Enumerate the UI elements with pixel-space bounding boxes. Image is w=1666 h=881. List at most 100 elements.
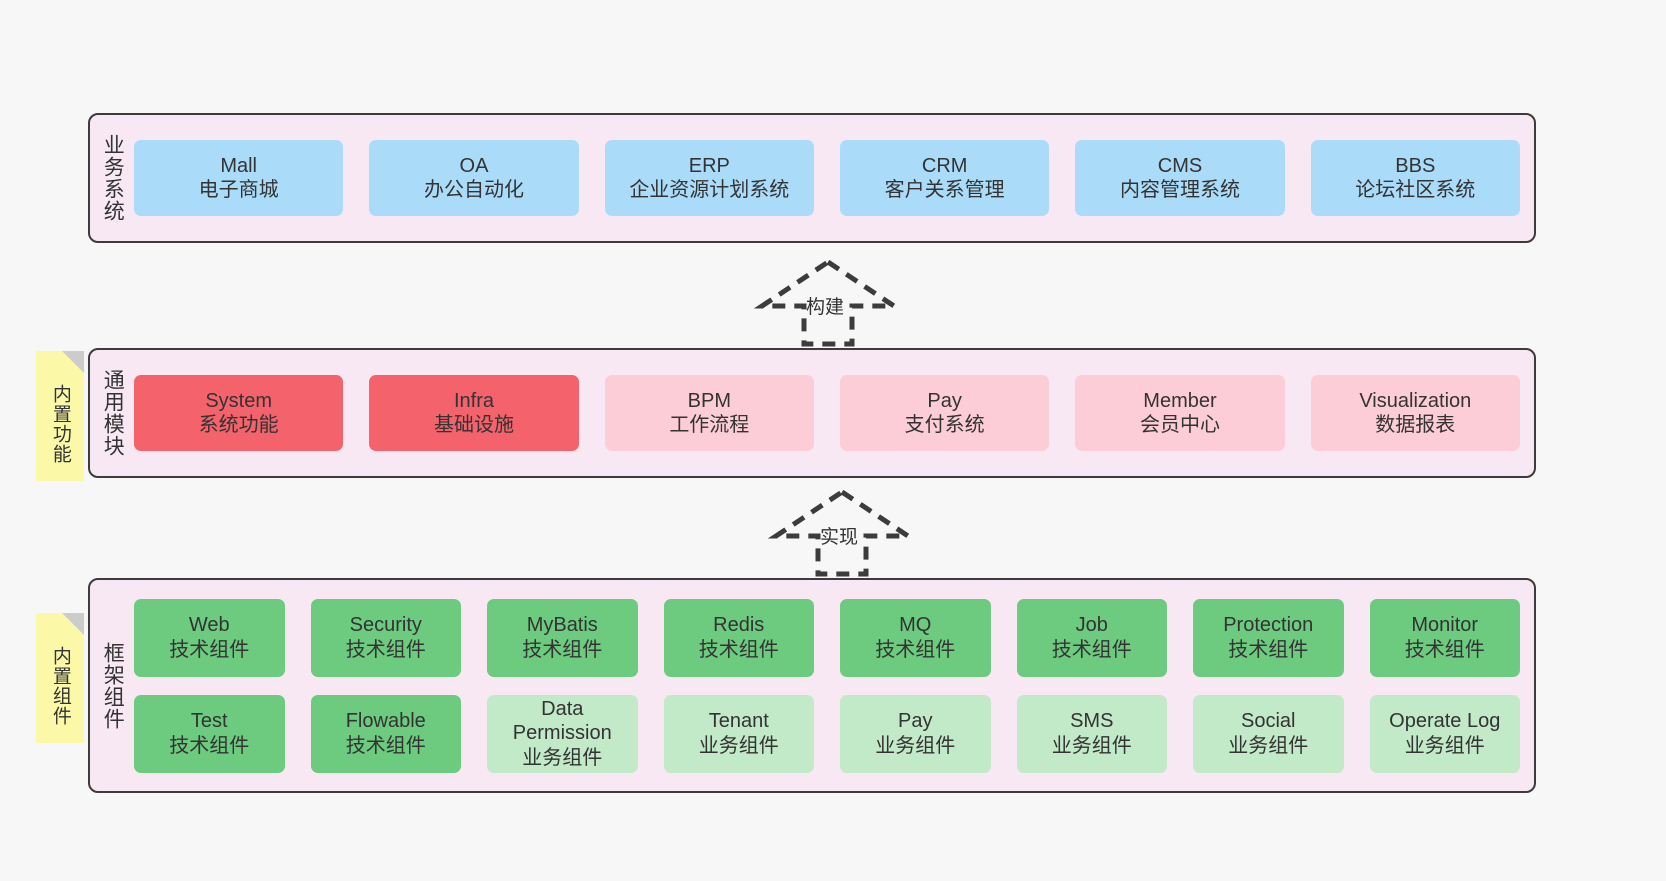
module-row: Web 技术组件 Security 技术组件 MyBatis 技术组件 Redi… (134, 598, 1520, 677)
module-title: System (205, 389, 272, 412)
layer-title-framework: 框架组件 (101, 641, 125, 730)
sticky-note-builtin-components: 内置组件 (36, 613, 84, 743)
module-box-test[interactable]: Test 技术组件 (134, 694, 285, 773)
layer-title-business: 业务系统 (101, 134, 125, 222)
module-title: ERP (688, 154, 730, 177)
module-title: Protection (1223, 614, 1314, 637)
module-title: BBS (1395, 154, 1436, 177)
note-label: 内置功能 (49, 384, 71, 464)
module-subtitle: 基础设施 (433, 414, 514, 436)
layer-common-modules: 通用模块 System 系统功能 Infra 基础设施 BPM 工作流程 Pay… (88, 348, 1536, 478)
module-box-bbs[interactable]: BBS 论坛社区系统 (1310, 140, 1520, 216)
module-subtitle: 客户关系管理 (884, 179, 1005, 201)
layer-framework-components: 框架组件 Web 技术组件 Security 技术组件 MyBatis 技术组件… (88, 578, 1536, 793)
module-subtitle: 业务组件 (875, 734, 956, 757)
connector-implement: 实现 (767, 488, 917, 577)
module-subtitle: 论坛社区系统 (1355, 179, 1476, 201)
module-subtitle: 办公自动化 (423, 179, 524, 201)
module-title: Tenant (708, 710, 769, 733)
module-box-mybatis[interactable]: MyBatis 技术组件 (487, 598, 638, 677)
module-title: Web (188, 614, 230, 637)
module-title: Job (1075, 614, 1108, 637)
module-subtitle: 系统功能 (198, 414, 279, 436)
module-box-bpm[interactable]: BPM 工作流程 (604, 375, 814, 451)
module-box-member[interactable]: Member 会员中心 (1075, 375, 1285, 451)
module-title: Data Permission (512, 697, 612, 745)
module-subtitle: 支付系统 (904, 414, 985, 436)
module-title: Pay (898, 710, 933, 733)
module-box-crm[interactable]: CRM 客户关系管理 (839, 140, 1050, 216)
module-box-oa[interactable]: OA 办公自动化 (369, 140, 579, 216)
module-subtitle: 业务组件 (1404, 734, 1485, 757)
module-subtitle: 会员中心 (1139, 414, 1220, 436)
note-fold-corner-icon (62, 613, 84, 635)
module-subtitle: 业务组件 (1228, 734, 1309, 757)
sticky-note-builtin-functions: 内置功能 (36, 351, 84, 481)
module-box-monitor[interactable]: Monitor 技术组件 (1369, 598, 1520, 677)
module-subtitle: 技术组件 (522, 638, 603, 661)
module-title: Pay (927, 389, 962, 412)
module-subtitle: 技术组件 (169, 638, 250, 661)
module-box-sms[interactable]: SMS 业务组件 (1016, 694, 1167, 773)
module-subtitle: 技术组件 (875, 638, 956, 661)
module-subtitle: 技术组件 (169, 734, 250, 757)
module-box-operate-log[interactable]: Operate Log 业务组件 (1369, 694, 1520, 773)
module-box-erp[interactable]: ERP 企业资源计划系统 (604, 140, 814, 216)
module-subtitle: 电子商城 (198, 179, 279, 201)
note-label: 内置组件 (49, 646, 71, 726)
connector-label: 实现 (820, 527, 859, 548)
module-title: OA (459, 154, 489, 177)
module-title: Operate Log (1389, 710, 1501, 733)
module-box-pay-business[interactable]: Pay 业务组件 (840, 694, 991, 773)
module-subtitle: 工作流程 (669, 414, 750, 436)
module-row: Mall 电子商城 OA 办公自动化 ERP 企业资源计划系统 CRM 客户关系… (134, 140, 1520, 216)
module-subtitle: 内容管理系统 (1119, 179, 1240, 201)
module-box-infra[interactable]: Infra 基础设施 (369, 375, 579, 451)
module-box-security[interactable]: Security 技术组件 (310, 598, 461, 677)
module-box-visualization[interactable]: Visualization 数据报表 (1310, 375, 1520, 451)
module-box-flowable[interactable]: Flowable 技术组件 (310, 694, 461, 773)
connector-label: 构建 (806, 297, 845, 318)
dashed-hollow-arrow-icon (767, 488, 917, 577)
layer-body-business: Mall 电子商城 OA 办公自动化 ERP 企业资源计划系统 CRM 客户关系… (134, 115, 1534, 241)
module-subtitle: 技术组件 (1051, 638, 1132, 661)
module-subtitle: 技术组件 (345, 734, 426, 757)
module-title: MQ (899, 614, 932, 637)
module-box-tenant[interactable]: Tenant 业务组件 (663, 694, 814, 773)
module-box-data-permission[interactable]: Data Permission 业务组件 (487, 694, 638, 773)
module-box-protection[interactable]: Protection 技术组件 (1193, 598, 1344, 677)
module-title: BPM (687, 389, 731, 412)
module-title: Mall (220, 154, 257, 177)
module-title: Redis (713, 614, 765, 637)
module-box-system[interactable]: System 系统功能 (134, 375, 344, 451)
note-fold-corner-icon (62, 351, 84, 373)
connector-build: 构建 (753, 258, 903, 347)
module-subtitle: 数据报表 (1375, 414, 1456, 436)
module-box-pay[interactable]: Pay 支付系统 (839, 375, 1050, 451)
module-subtitle: 业务组件 (698, 734, 779, 757)
dashed-hollow-arrow-icon (753, 258, 903, 347)
module-box-mq[interactable]: MQ 技术组件 (840, 598, 991, 677)
module-row: System 系统功能 Infra 基础设施 BPM 工作流程 Pay 支付系统… (134, 375, 1520, 451)
module-title: Security (349, 614, 422, 637)
module-title: Member (1143, 389, 1217, 412)
module-box-redis[interactable]: Redis 技术组件 (663, 598, 814, 677)
module-box-mall[interactable]: Mall 电子商城 (134, 140, 344, 216)
module-box-cms[interactable]: CMS 内容管理系统 (1075, 140, 1285, 216)
module-subtitle: 业务组件 (522, 746, 603, 769)
layer-title-modules: 通用模块 (101, 369, 125, 457)
module-title: Visualization (1359, 389, 1472, 412)
module-title: CRM (921, 154, 968, 177)
module-subtitle: 技术组件 (345, 638, 426, 661)
module-box-social[interactable]: Social 业务组件 (1193, 694, 1344, 773)
module-subtitle: 技术组件 (698, 638, 779, 661)
module-subtitle: 技术组件 (1404, 638, 1485, 661)
module-title: Test (190, 710, 228, 733)
module-subtitle: 企业资源计划系统 (629, 179, 790, 201)
layer-body-framework: Web 技术组件 Security 技术组件 MyBatis 技术组件 Redi… (134, 580, 1534, 791)
module-title: MyBatis (526, 614, 598, 637)
module-box-web[interactable]: Web 技术组件 (134, 598, 285, 677)
module-title: Infra (453, 389, 494, 412)
module-box-job[interactable]: Job 技术组件 (1016, 598, 1167, 677)
